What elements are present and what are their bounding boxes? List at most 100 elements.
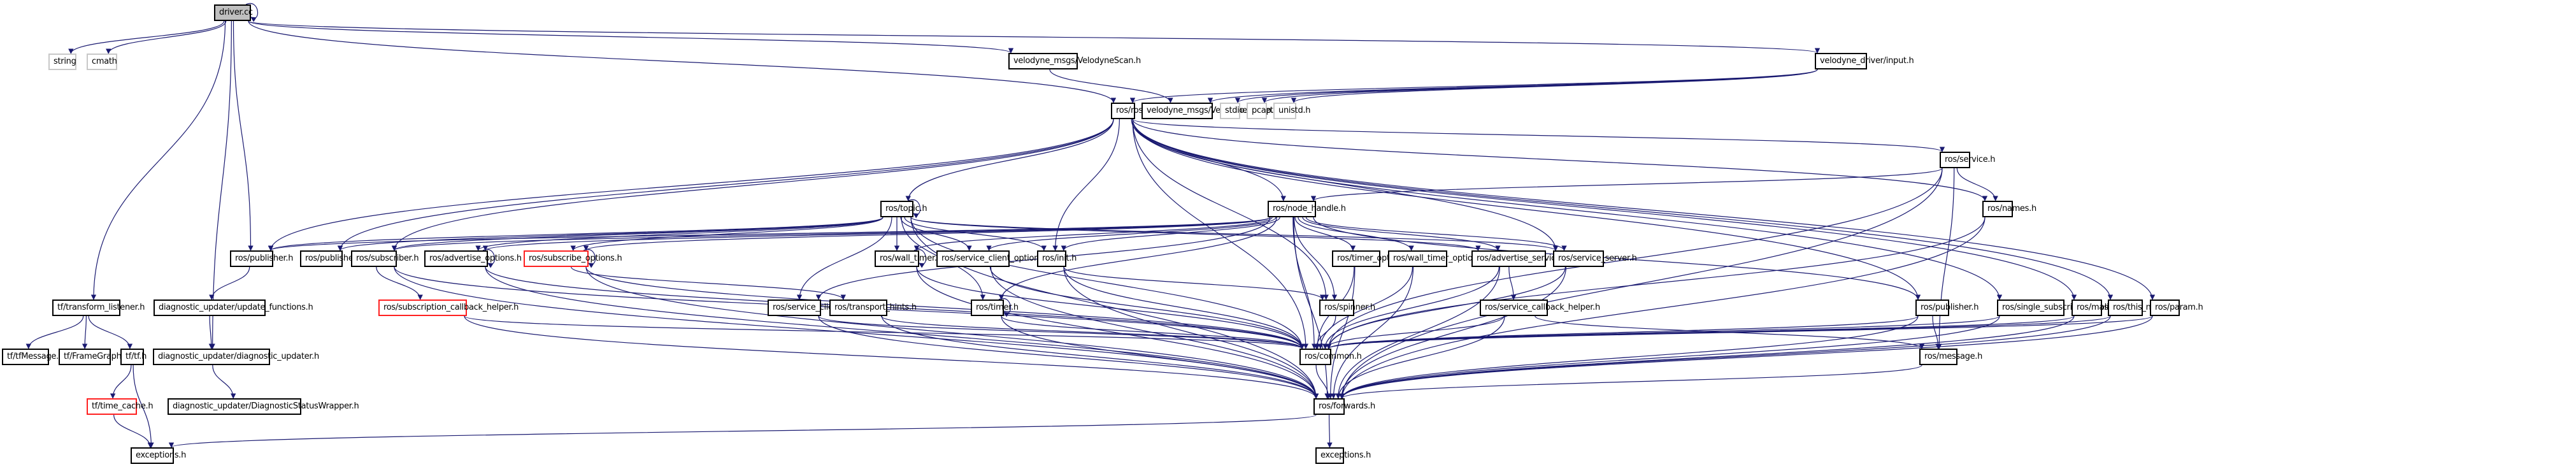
node-ros-topic[interactable]: ros/topic.h [880,201,927,217]
edge-ros_node_handle-to-ros_service_server [1305,217,1567,251]
edge-driver_cc-to-ros_ros [248,20,1117,103]
edge-velodyne_input-to-velodyne_packet [1208,69,1818,103]
node-ros-spinner[interactable]: ros/spinner.h [1319,299,1375,316]
node-tf-tf[interactable]: tf/tf.h [120,349,147,365]
node-ros-advertise-service-options[interactable]: ros/advertise_service_options.h [1471,250,1601,267]
node-ros-single-subscriber-publisher[interactable]: ros/single_subscriber_publisher.h [1997,299,2133,316]
node-ros-service-server[interactable]: ros/service_server.h [1553,250,1637,267]
node-ros-forwards[interactable]: ros/forwards.h [1313,398,1375,415]
node-diag-status-wrapper[interactable]: diagnostic_updater/DiagnosticStatusWrapp… [168,398,359,415]
edge-ros_topic-to-ros_subscribe_options [570,217,884,251]
node-tf-transform-listener[interactable]: tf/transform_listener.h [52,299,145,316]
edge-ros_topic-to-ros_common [910,217,1305,349]
node-cmath[interactable]: cmath [87,54,117,70]
node-ros-param[interactable]: ros/param.h [2150,299,2203,316]
edge-ros_advertise_options-to-ros_common [485,266,1305,349]
node-ros-publisher-c[interactable]: ros/publisher.h [1915,299,1979,316]
node-ros-subscribe-options[interactable]: ros/subscribe_options.h [524,250,622,267]
edge-ros_ros-to-ros_spinner [1132,119,1329,300]
node-ros-timer-options[interactable]: ros/timer_options.h [1332,250,1413,267]
edge-ros_node_handle-to-ros_publisher_c [1313,217,1921,300]
node-ros-service-client-options[interactable]: ros/service_client_options.h [936,250,1051,267]
node-ros-advertise-options[interactable]: ros/advertise_options.h [424,250,522,267]
node-ros-message[interactable]: ros/message.h [1919,349,1982,365]
node-pcap[interactable]: pcap.h [1247,103,1279,119]
edge-ros_ros-to-ros_subscriber [391,119,1114,251]
edge-ros_advertise_service_options-to-ros_service_callback_helper [1508,266,1517,300]
edge-ros_subscriber-to-ros_forwards [394,266,1319,399]
node-ros-timer[interactable]: ros/timer.h [971,299,1019,316]
node-exceptions-b[interactable]: exceptions.h [1315,447,1371,464]
node-velodyne-scan[interactable]: velodyne_msgs/VelodyneScan.h [1008,53,1141,69]
edge-ros_node_handle-to-ros_advertise_options [483,217,1271,251]
edge-driver_cc-to-velodyne_input [248,20,1820,54]
edge-tf_transform_listener-to-tf_framegraph [82,315,88,349]
node-ros-service[interactable]: ros/service.h [1940,152,1996,168]
edge-ros_init-to-ros_forwards [1063,266,1319,399]
edge-ros_wall_timer-to-ros_forwards [916,266,1319,399]
edge-driver_cc-to-driver_cc [245,3,259,22]
edge-ros_topic-to-ros_subscriber [392,217,884,251]
node-ros-subscription-callback-helper[interactable]: ros/subscription_callback_helper.h [378,299,519,316]
edge-ros_ros-to-ros_names [1132,119,1988,201]
node-ros-this-node[interactable]: ros/this_node.h [2108,299,2173,316]
edge-tf_tf-to-tf_time_cache [110,364,132,399]
node-ros-publisher-a[interactable]: ros/publisher.h [230,250,293,267]
node-diag-diagnostic-updater[interactable]: diagnostic_updater/diagnostic_updater.h [153,349,319,365]
node-stdio[interactable]: stdio.h [1220,103,1252,119]
edge-tf_tf-to-exceptions_a [132,364,154,448]
edge-ros_ros-to-ros_single_subscriber_publisher [1132,119,2003,300]
node-tf-tfmessage[interactable]: tf/tfMessage.h [2,349,64,365]
edge-ros_node_handle-to-ros_spinner [1293,217,1338,300]
edge-driver_cc-to-ros_publisher_a [233,20,254,251]
node-string[interactable]: string [48,54,76,70]
edge-ros_topic-to-ros_service_server [910,217,1558,251]
node-tf-framegraph[interactable]: tf/FrameGraph.h [59,349,129,365]
node-ros-ros[interactable]: ros/ros.h [1111,103,1150,119]
node-exceptions-a[interactable]: exceptions.h [131,447,186,464]
node-ros-init[interactable]: ros/init.h [1037,250,1077,267]
edge-ros_advertise_service_options-to-ros_forwards [1335,266,1500,399]
edge-ros_timer-to-ros_forwards [1001,315,1319,399]
edge-driver_cc-to-tf_transform_listener [90,20,226,300]
edge-ros_transport_hints-to-ros_forwards [881,315,1319,399]
edge-ros_ros-to-ros_init [1052,119,1120,251]
node-velodyne-packet[interactable]: velodyne_msgs/VelodynePacket.h [1141,103,1281,119]
node-ros-publisher-b[interactable]: ros/publisher.h [300,250,363,267]
node-ros-wall-timer[interactable]: ros/wall_timer.h [875,250,942,267]
node-ros-service-callback-helper[interactable]: ros/service_callback_helper.h [1480,299,1600,316]
edge-ros_node_handle-to-ros_subscribe_options [583,217,1271,251]
node-driver-cc[interactable]: driver.cc [214,4,253,21]
node-ros-transport-hints[interactable]: ros/transport_hints.h [829,299,917,316]
node-ros-node-handle[interactable]: ros/node_handle.h [1268,201,1346,217]
edge-velodyne_input-to-stdio [1235,69,1818,103]
edge-ros_publisher_c-to-ros_forwards [1339,315,1919,399]
node-ros-service-client[interactable]: ros/service_client.h [768,299,849,316]
edge-ros_service-to-ros_common [1326,168,1943,349]
edge-ros_node_handle-to-ros_publisher_a [268,217,1271,251]
edge-diag_update_functions-to-diag_diagnostic_updater [208,315,215,349]
node-ros-wall-timer-options[interactable]: ros/wall_timer_options.h [1388,250,1489,267]
edge-ros_common-to-ros_forwards [1315,364,1331,399]
edge-ros_wall_timer_options-to-ros_forwards [1331,266,1414,399]
edge-ros_ros-to-ros_service [1132,119,1945,152]
edge-ros_topic-to-ros_service_client [796,217,892,300]
edge-ros_timer-to-ros_timer [998,298,1012,317]
node-ros-names[interactable]: ros/names.h [1982,201,2036,217]
node-ros-subscriber[interactable]: ros/subscriber.h [351,250,419,267]
node-ros-common[interactable]: ros/common.h [1299,349,1362,365]
edge-ros_ros-to-ros_service_server [1132,119,1559,251]
edge-tf_time_cache-to-exceptions_a [113,414,154,448]
node-velodyne-input[interactable]: velodyne_driver/input.h [1815,53,1914,69]
edge-ros_ros-to-ros_master [1132,119,2077,300]
edge-driver_cc-to-string [68,20,225,54]
node-ros-master[interactable]: ros/master.h [2072,299,2126,316]
edge-ros_advertise_options-to-ros_advertise_options [482,249,496,268]
edge-ros_subscribe_options-to-ros_transport_hints [571,266,846,300]
edge-ros_timer-to-ros_common [1001,315,1305,349]
node-diag-update-functions[interactable]: diagnostic_updater/update_functions.h [154,299,313,316]
node-tf-time-cache[interactable]: tf/time_cache.h [87,398,154,415]
edge-ros_topic-to-ros_publisher_a [268,217,884,251]
node-unistd[interactable]: unistd.h [1273,103,1310,119]
